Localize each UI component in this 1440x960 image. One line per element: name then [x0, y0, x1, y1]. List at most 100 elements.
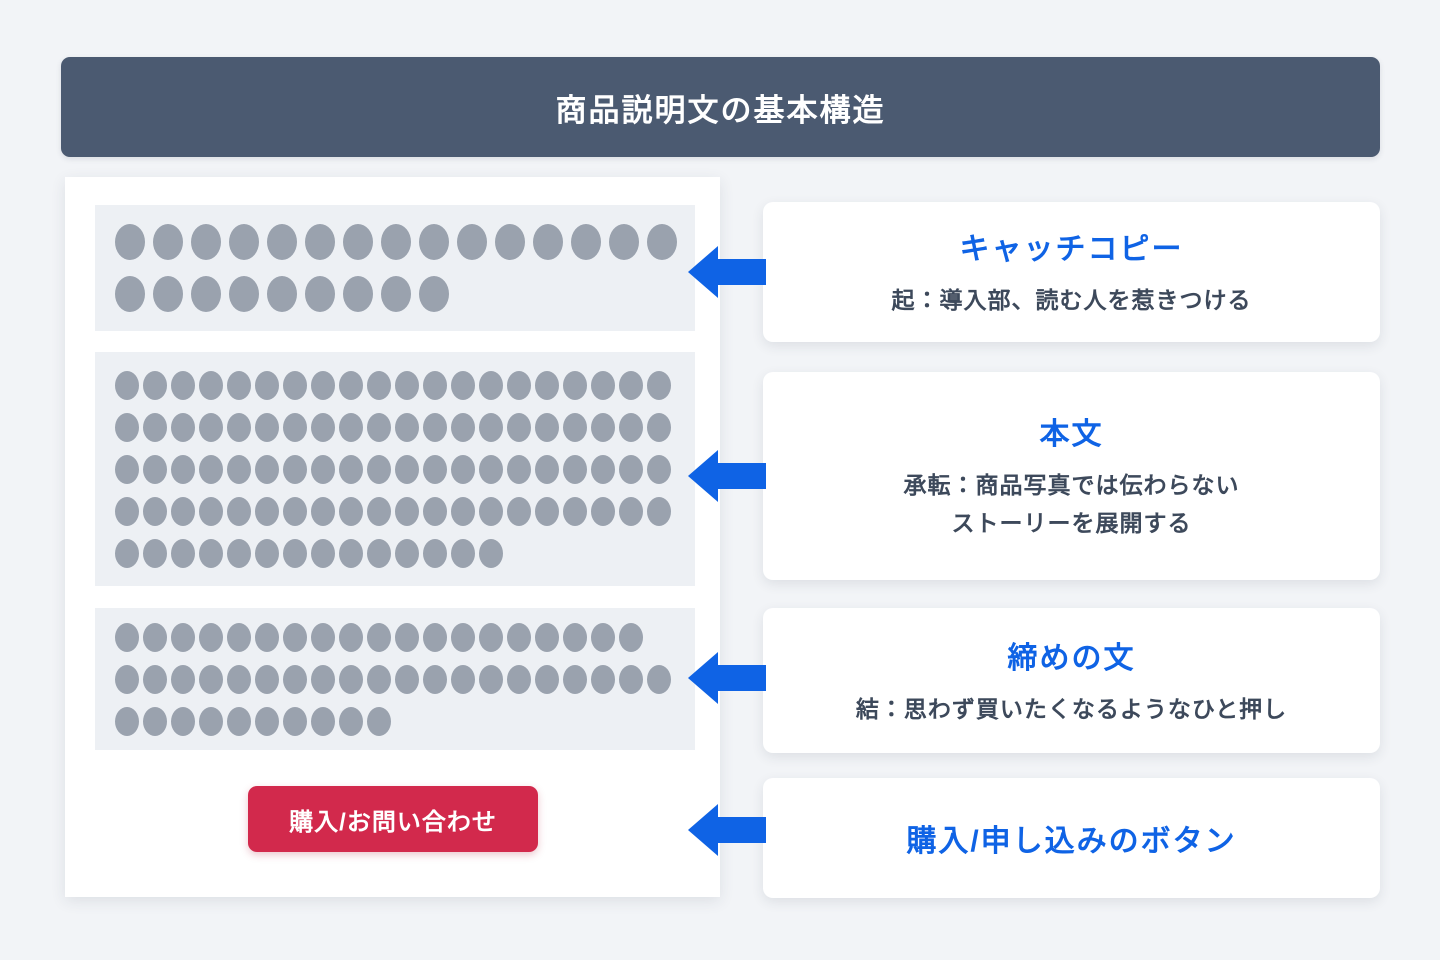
placeholder-dot: [255, 706, 279, 736]
placeholder-dot: [367, 622, 391, 652]
placeholder-dot: [343, 276, 373, 312]
arrow-head: [688, 804, 718, 856]
placeholder-dot: [311, 706, 335, 736]
placeholder-dot: [143, 454, 167, 484]
placeholder-dot: [451, 538, 475, 568]
placeholder-dot: [115, 706, 139, 736]
placeholder-dot: [563, 412, 587, 442]
placeholder-dot: [451, 622, 475, 652]
placeholder-dot: [423, 622, 447, 652]
placeholder-dot: [609, 224, 639, 260]
placeholder-dot: [171, 454, 195, 484]
placeholder-dot: [143, 496, 167, 526]
placeholder-dot: [591, 622, 615, 652]
placeholder-dot: [647, 454, 671, 484]
placeholder-dot: [479, 412, 503, 442]
placeholder-dot: [283, 538, 307, 568]
placeholder-dot: [535, 496, 559, 526]
placeholder-dot: [647, 370, 671, 400]
placeholder-dot: [339, 412, 363, 442]
arrow-left-icon: [688, 450, 766, 502]
placeholder-dot: [311, 496, 335, 526]
placeholder-dot: [339, 664, 363, 694]
placeholder-dot: [199, 370, 223, 400]
placeholder-dot: [451, 370, 475, 400]
placeholder-dot: [339, 454, 363, 484]
placeholder-dot: [171, 496, 195, 526]
placeholder-dot: [535, 664, 559, 694]
placeholder-dot: [619, 496, 643, 526]
placeholder-dot-row: [115, 276, 695, 312]
arrow-head: [688, 246, 718, 298]
placeholder-dot: [451, 664, 475, 694]
placeholder-dot: [267, 224, 297, 260]
placeholder-dot: [153, 276, 183, 312]
placeholder-dot-row: [115, 412, 695, 442]
placeholder-dot: [479, 496, 503, 526]
arrow-head: [688, 652, 718, 704]
placeholder-dot: [533, 224, 563, 260]
placeholder-dot: [305, 276, 335, 312]
placeholder-dot: [479, 622, 503, 652]
placeholder-dot: [451, 412, 475, 442]
placeholder-dot-row: [115, 370, 695, 400]
annotation-description: 結：思わず買いたくなるようなひと押し: [855, 695, 1288, 722]
placeholder-text-block-closing: [95, 608, 695, 750]
placeholder-dot-row: [115, 622, 695, 652]
placeholder-dot: [451, 496, 475, 526]
placeholder-dot: [591, 454, 615, 484]
placeholder-dot: [115, 454, 139, 484]
placeholder-dot: [311, 622, 335, 652]
placeholder-dot: [591, 496, 615, 526]
placeholder-dot: [255, 622, 279, 652]
placeholder-dot: [563, 622, 587, 652]
placeholder-dot: [283, 496, 307, 526]
placeholder-dot: [457, 224, 487, 260]
placeholder-dot: [143, 538, 167, 568]
placeholder-dot: [367, 496, 391, 526]
placeholder-dot: [423, 538, 447, 568]
arrow-shaft: [716, 259, 766, 285]
placeholder-dot-row: [115, 664, 695, 694]
placeholder-dot: [381, 224, 411, 260]
placeholder-dot: [395, 538, 419, 568]
placeholder-dot: [395, 370, 419, 400]
placeholder-dot: [171, 664, 195, 694]
arrow-shaft: [716, 665, 766, 691]
placeholder-dot: [227, 454, 251, 484]
placeholder-dot-row: [115, 706, 695, 736]
page-title: 商品説明文の基本構造: [555, 92, 886, 128]
placeholder-dot: [419, 276, 449, 312]
placeholder-dot: [367, 664, 391, 694]
arrow-left-icon: [688, 652, 766, 704]
placeholder-dot: [381, 276, 411, 312]
placeholder-dot: [171, 622, 195, 652]
placeholder-dot: [115, 538, 139, 568]
placeholder-dot: [507, 496, 531, 526]
placeholder-dot: [171, 370, 195, 400]
placeholder-dot: [267, 276, 297, 312]
placeholder-dot: [311, 454, 335, 484]
placeholder-dot: [647, 412, 671, 442]
placeholder-dot: [423, 454, 447, 484]
placeholder-dot: [367, 454, 391, 484]
placeholder-dot: [115, 276, 145, 312]
placeholder-dot: [283, 370, 307, 400]
placeholder-dot: [395, 664, 419, 694]
placeholder-dot: [115, 412, 139, 442]
placeholder-dot: [199, 454, 223, 484]
placeholder-dot: [227, 664, 251, 694]
placeholder-dot: [507, 622, 531, 652]
placeholder-dot: [423, 496, 447, 526]
purchase-contact-button[interactable]: 購入/お問い合わせ: [248, 786, 538, 852]
placeholder-dot: [479, 538, 503, 568]
placeholder-dot: [647, 496, 671, 526]
placeholder-dot: [563, 664, 587, 694]
arrow-left-icon: [688, 246, 766, 298]
arrow-head: [688, 450, 718, 502]
placeholder-dot: [191, 276, 221, 312]
placeholder-dot: [419, 224, 449, 260]
placeholder-dot: [191, 224, 221, 260]
placeholder-dot: [395, 496, 419, 526]
placeholder-dot: [199, 706, 223, 736]
